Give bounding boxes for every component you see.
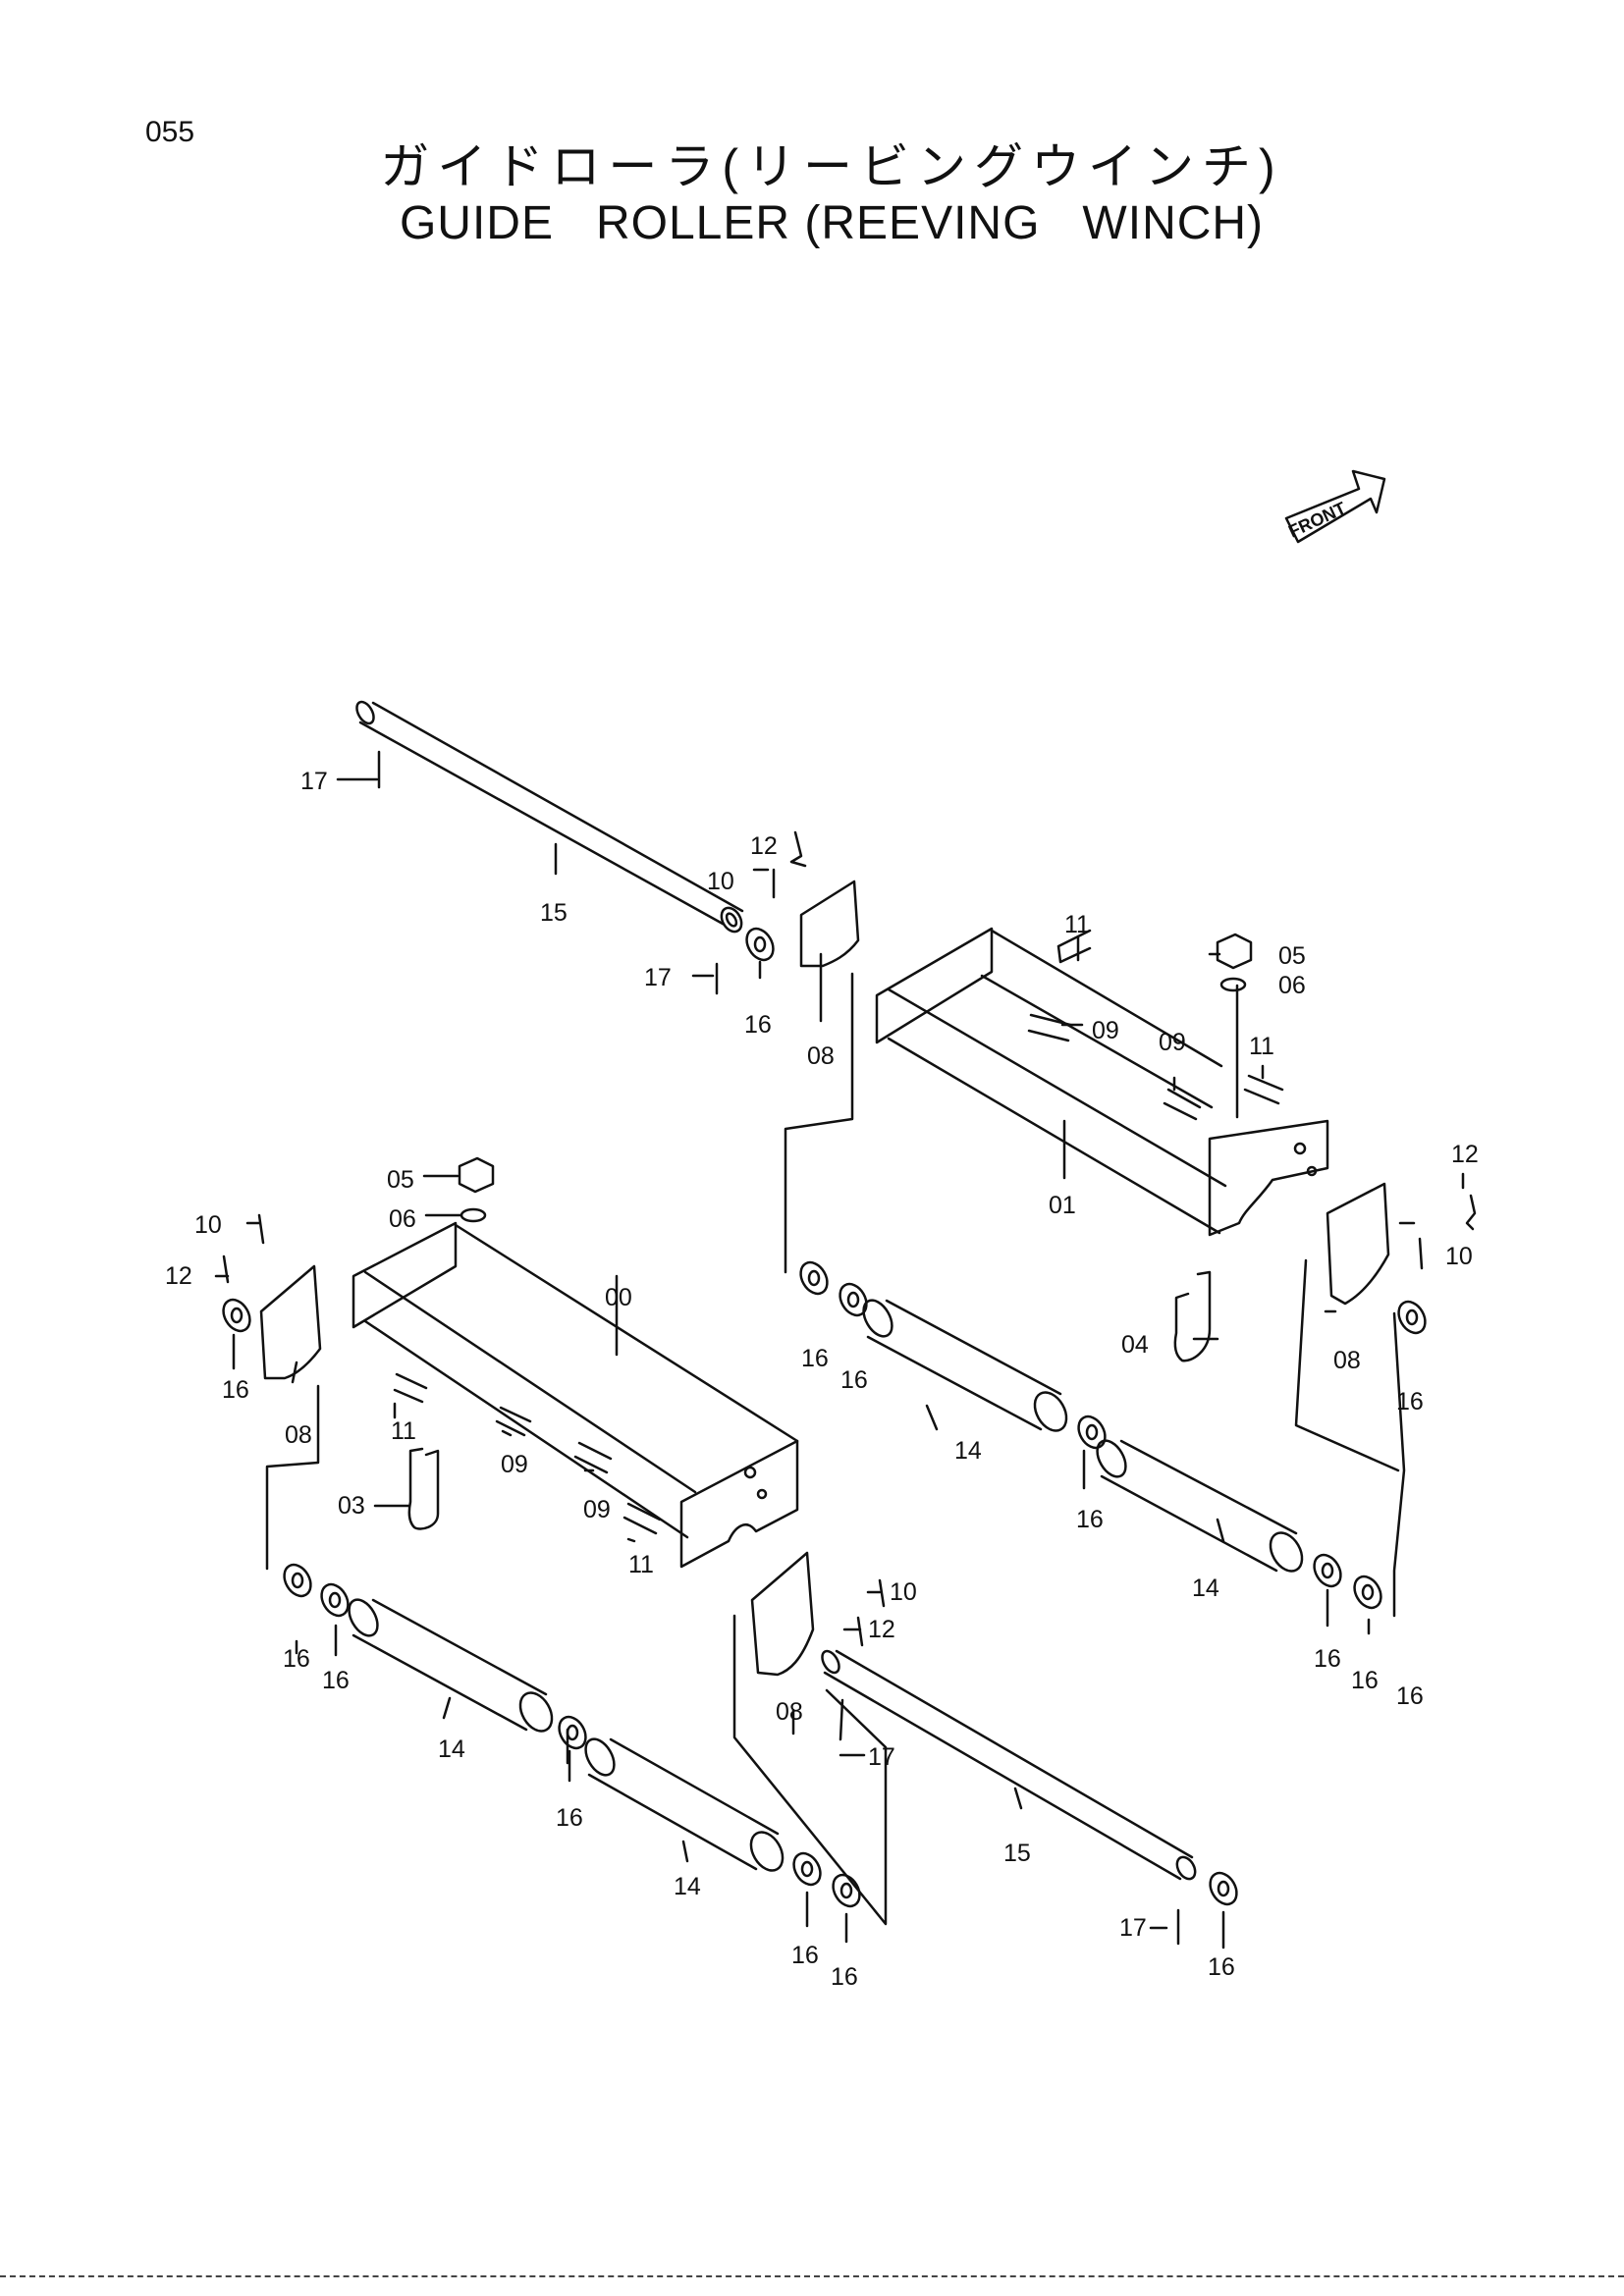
part-label-16: 16 [831,1963,858,1991]
plate-08-lower-right [750,1551,815,1677]
part-label-16: 16 [801,1345,829,1372]
part-label-10: 10 [1445,1243,1473,1270]
part-label-16: 16 [222,1376,249,1404]
shaft-lower [821,1649,1197,1881]
part-label-12: 12 [750,832,778,860]
part-label-09: 09 [583,1496,611,1523]
part-label-12: 12 [165,1262,192,1290]
pin-12-d [856,1616,864,1647]
part-label-09: 09 [501,1451,528,1478]
part-label-16: 16 [1208,1953,1235,1981]
title-english: GUIDE ROLLER (REEVING WINCH) [399,197,1265,249]
part-label-16: 16 [322,1667,350,1694]
part-label-17: 17 [644,964,672,991]
bolt-11-a [1056,929,1092,964]
part-label-16: 16 [791,1942,819,1969]
part-label-09: 09 [1092,1017,1119,1044]
footer-rule [0,2275,1624,2280]
bolt-09-d [573,1441,613,1474]
assembly-path-upper-right [1294,1258,1406,1618]
bolt-09-a [1027,1013,1072,1042]
shaft-upper [355,700,744,934]
part-label-11: 11 [628,1551,654,1578]
roller-lower-2 [584,1737,785,1872]
washer-06-lower [460,1207,487,1223]
part-label-14: 14 [438,1735,465,1763]
roller-upper-2 [1096,1439,1304,1573]
bolt-11-c [393,1372,428,1404]
part-label-01: 01 [1049,1192,1076,1219]
plate-08-lower-left [259,1264,322,1380]
part-label-12: 12 [1451,1141,1479,1168]
bolt-11-b [1243,1074,1284,1105]
part-label-16: 16 [1396,1682,1424,1710]
part-label-04: 04 [1121,1331,1149,1359]
part-label-16: 16 [283,1645,310,1673]
roller-upper-1 [862,1299,1068,1432]
pin-12-b [1465,1194,1477,1231]
part-label-05: 05 [387,1166,414,1194]
part-label-16: 16 [840,1366,868,1394]
part-label-06: 06 [1278,972,1306,999]
assembly-path-lower-right [732,1614,888,1926]
pin-10-b [1418,1237,1424,1270]
part-label-11: 11 [1249,1033,1274,1060]
plate-08-upper-left [799,880,860,968]
part-label-16: 16 [1314,1645,1341,1673]
assembly-path-lower-left [265,1384,320,1571]
bolt-09-c [495,1406,532,1437]
part-label-16: 16 [1396,1388,1424,1415]
plate-08-upper-right [1326,1182,1390,1306]
washer-06-upper [1219,977,1247,992]
part-label-17: 17 [868,1743,895,1771]
bolt-09-b [1163,1088,1202,1121]
part-label-16: 16 [744,1011,772,1039]
part-label-11: 11 [391,1417,416,1445]
part-label-15: 15 [540,899,568,927]
bolt-11-d [623,1502,662,1535]
part-label-15: 15 [1003,1840,1031,1867]
part-label-17: 17 [300,768,328,795]
part-label-03: 03 [338,1492,365,1520]
part-label-08: 08 [285,1421,312,1449]
part-label-09: 09 [1159,1029,1186,1056]
leader-lines [214,777,1465,1949]
part-label-08: 08 [776,1698,803,1726]
part-label-16: 16 [556,1804,583,1832]
part-label-11: 11 [1064,911,1090,938]
frame-00 [352,1221,799,1569]
part-label-16: 16 [1076,1506,1104,1533]
part-label-14: 14 [674,1873,701,1900]
u-bolt-04 [1173,1270,1212,1362]
part-label-08: 08 [1333,1347,1361,1374]
front-arrow-icon: FRONT [1284,469,1386,544]
part-label-08: 08 [807,1042,835,1070]
pin-10-c [257,1213,265,1245]
nut-05-lower [458,1156,495,1194]
pin-10-d [878,1578,886,1608]
part-label-16: 16 [1351,1667,1379,1694]
title-japanese: ガイドローラ(リービングウインチ) [380,139,1283,194]
roller-lower-1 [348,1598,554,1733]
u-bolt-03 [407,1447,440,1530]
pin-12-c [222,1255,230,1284]
page-number: 055 [145,116,195,148]
frame-01 [875,927,1329,1237]
pin-12-a [789,830,807,868]
part-label-14: 14 [1192,1575,1219,1602]
part-label-17: 17 [1119,1914,1147,1942]
nut-05-upper [1216,933,1253,970]
part-label-00: 00 [605,1284,632,1311]
washers-16 [222,927,1427,1908]
part-label-10: 10 [194,1211,222,1239]
part-label-06: 06 [389,1205,416,1233]
part-label-10: 10 [707,868,734,895]
part-label-12: 12 [868,1616,895,1643]
part-label-05: 05 [1278,942,1306,970]
part-label-10: 10 [890,1578,917,1606]
part-label-14: 14 [954,1437,982,1465]
assembly-path-upper-left [784,972,854,1274]
